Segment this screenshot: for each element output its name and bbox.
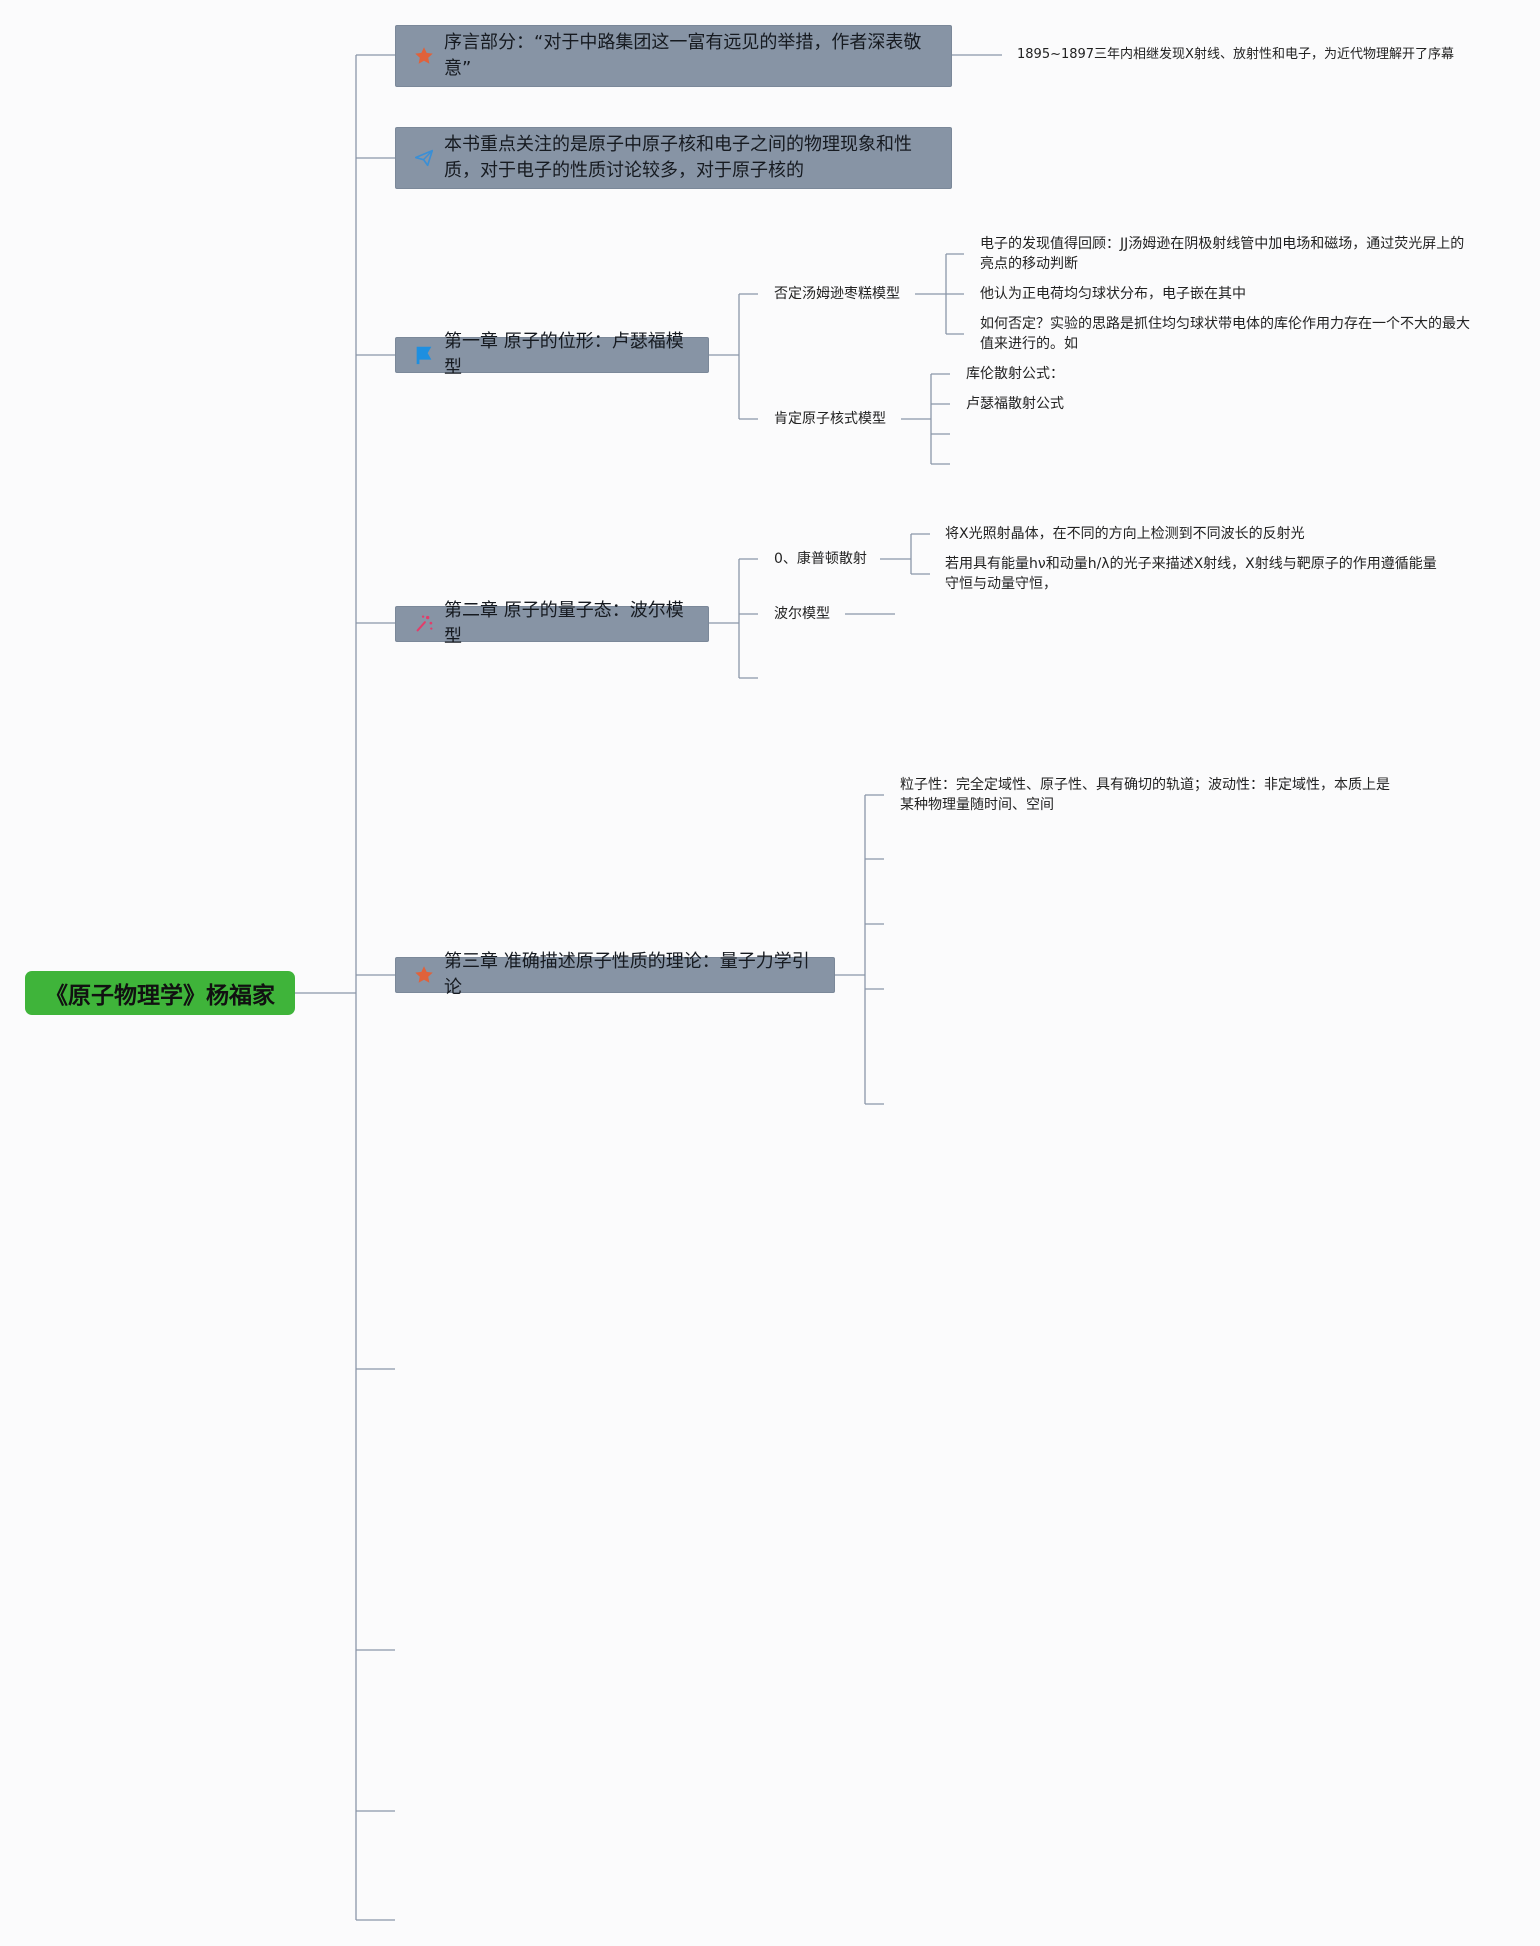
topic-label: 第二章 原子的量子态：波尔模型: [444, 600, 684, 647]
topic-focus[interactable]: 本书重点关注的是原子中原子核和电子之间的物理现象和性质，对于电子的性质讨论较多，…: [395, 127, 952, 189]
sparkle-icon: [412, 612, 436, 636]
topic-label: 序言部分：“对于中路集团这一富有远见的举措，作者深表敬意”: [444, 32, 922, 79]
paper-plane-icon: [412, 146, 436, 170]
topic-preface[interactable]: 序言部分：“对于中路集团这一富有远见的举措，作者深表敬意”: [395, 25, 952, 87]
topic-label: 本书重点关注的是原子中原子核和电子之间的物理现象和性质，对于电子的性质讨论较多，…: [444, 134, 912, 181]
topic-chapter-1[interactable]: 第一章 原子的位形：卢瑟福模型: [395, 331, 709, 378]
thomson-item-3[interactable]: 如何否定？实验的思路是抓住均匀球状带电体的库伦作用力存在一个不大的最大值来进行的…: [980, 316, 1470, 352]
topic-label: 第三章 准确描述原子性质的理论：量子力学引论: [444, 951, 810, 998]
bohr-model-node[interactable]: 波尔模型: [774, 606, 830, 622]
compton-item-2[interactable]: 若用具有能量hν和动量h/λ的光子来描述X射线，X射线与靶原子的作用遵循能量守恒…: [945, 556, 1437, 592]
chapter3-item-1[interactable]: 粒子性：完全定域性、原子性、具有确切的轨道；波动性：非定域性，本质上是某种物理量…: [900, 777, 1390, 813]
thomson-model-node[interactable]: 否定汤姆逊枣糕模型: [774, 286, 900, 302]
root-topic[interactable]: 《原子物理学》杨福家: [25, 971, 295, 1015]
flag-icon: [412, 343, 436, 367]
nucleus-item-2[interactable]: 卢瑟福散射公式: [966, 396, 1064, 412]
compton-item-1[interactable]: 将X光照射晶体，在不同的方向上检测到不同波长的反射光: [945, 526, 1305, 542]
thomson-item-1[interactable]: 电子的发现值得回顾：JJ汤姆逊在阴极射线管中加电场和磁场，通过荧光屏上的亮点的移…: [980, 236, 1465, 272]
topic-chapter-2[interactable]: 第二章 原子的量子态：波尔模型: [395, 600, 709, 647]
root-label: 《原子物理学》杨福家: [45, 983, 275, 1009]
nucleus-model-node[interactable]: 肯定原子核式模型: [774, 411, 886, 427]
star-icon: [412, 44, 436, 68]
nucleus-item-1[interactable]: 库伦散射公式：: [966, 366, 1064, 382]
topic-label: 第一章 原子的位形：卢瑟福模型: [444, 331, 684, 378]
star-icon: [412, 963, 436, 987]
topic-chapter-3[interactable]: 第三章 准确描述原子性质的理论：量子力学引论: [395, 951, 835, 998]
thomson-item-2[interactable]: 他认为正电荷均匀球状分布，电子嵌在其中: [980, 286, 1246, 302]
compton-node[interactable]: 0、康普顿散射: [774, 551, 867, 567]
preface-note[interactable]: 1895~1897三年内相继发现X射线、放射性和电子，为近代物理解开了序幕: [1017, 47, 1454, 62]
